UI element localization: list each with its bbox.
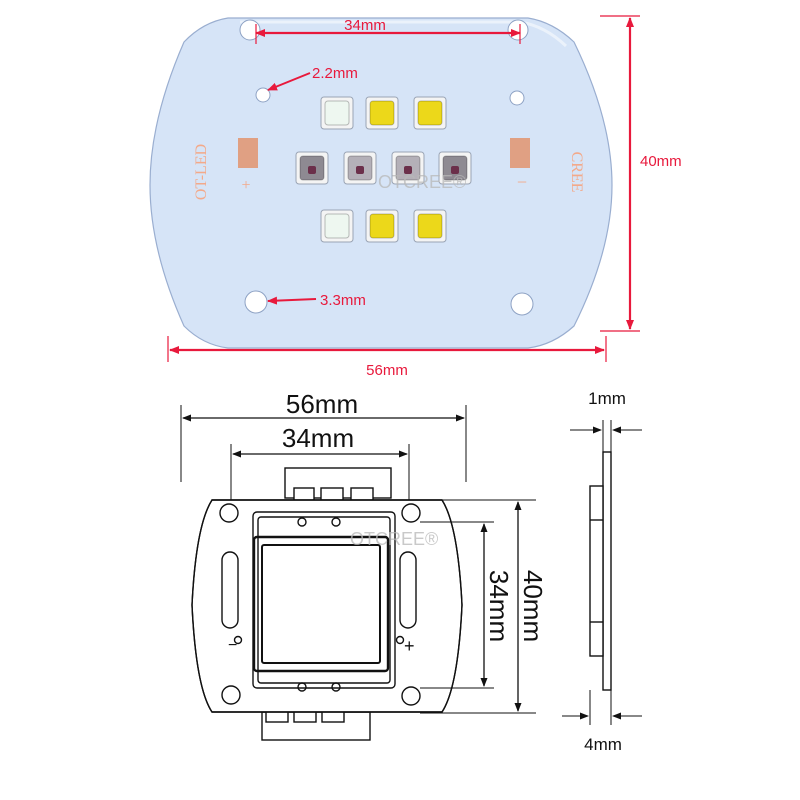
front-pitch-label: 34mm	[282, 423, 354, 453]
side-base-plate	[602, 451, 612, 691]
led-chip	[356, 166, 364, 174]
silk-plus-sign: +	[241, 177, 250, 194]
cob-hole-bottom-left	[221, 685, 241, 705]
small-hole-right	[509, 90, 525, 106]
solder-pad-negative	[238, 138, 258, 168]
led-chip	[451, 166, 459, 174]
small-hole-label: 2.2mm	[312, 65, 358, 82]
watermark-front: OTCREE®	[350, 529, 438, 549]
led-array	[295, 96, 472, 243]
watermark-top: OTCREE®	[378, 172, 466, 192]
slot-left	[221, 551, 239, 629]
led-yellow	[417, 100, 443, 126]
mount-hole-bottom-right	[510, 292, 534, 316]
side-emitter-body	[589, 485, 604, 657]
cob-minus-sign: −	[228, 637, 237, 654]
front-height-label: 40mm	[518, 570, 548, 642]
height-dimension-label: 40mm	[640, 153, 682, 170]
cob-hole-top-left	[219, 503, 239, 523]
cob-hole-top-right	[401, 503, 421, 523]
small-hole-arrow	[267, 72, 311, 91]
front-inner-label: 34mm	[484, 570, 514, 642]
led-chip	[308, 166, 316, 174]
mount-hole-bottom-left	[244, 290, 268, 314]
emitter-square	[252, 535, 390, 673]
side-thickness-label: 4mm	[584, 735, 622, 754]
mount-hole-top-left	[239, 19, 261, 41]
slot-right	[399, 551, 417, 629]
side-base-label: 1mm	[588, 389, 626, 408]
led-yellow	[369, 100, 395, 126]
cob-hole-bottom-right	[401, 686, 421, 706]
led-yellow	[369, 213, 395, 239]
side-dimensions	[562, 420, 642, 725]
led-chip	[404, 166, 412, 174]
small-hole-left	[255, 87, 271, 103]
width-dimension-label: 56mm	[366, 362, 408, 379]
pitch-dimension-label: 34mm	[344, 17, 386, 34]
mount-hole-top-right	[507, 19, 529, 41]
front-dimensions	[180, 405, 536, 714]
solder-pad-positive	[510, 138, 530, 168]
cob-plus-sign: +	[404, 636, 415, 656]
large-hole-label: 3.3mm	[320, 292, 366, 309]
top-view: + − OT-LED CREE OTCREE® 34mm 2.2mm 3.3mm…	[149, 15, 682, 379]
side-view	[589, 451, 612, 691]
led-yellow	[417, 213, 443, 239]
large-hole-arrow	[267, 296, 317, 305]
led-white	[324, 213, 350, 239]
led-white	[324, 100, 350, 126]
front-view	[191, 467, 463, 741]
silk-minus-sign: −	[517, 172, 527, 192]
silk-label-right: CREE	[568, 152, 585, 193]
silk-label-left: OT-LED	[193, 144, 210, 200]
front-width-label: 56mm	[286, 389, 358, 419]
